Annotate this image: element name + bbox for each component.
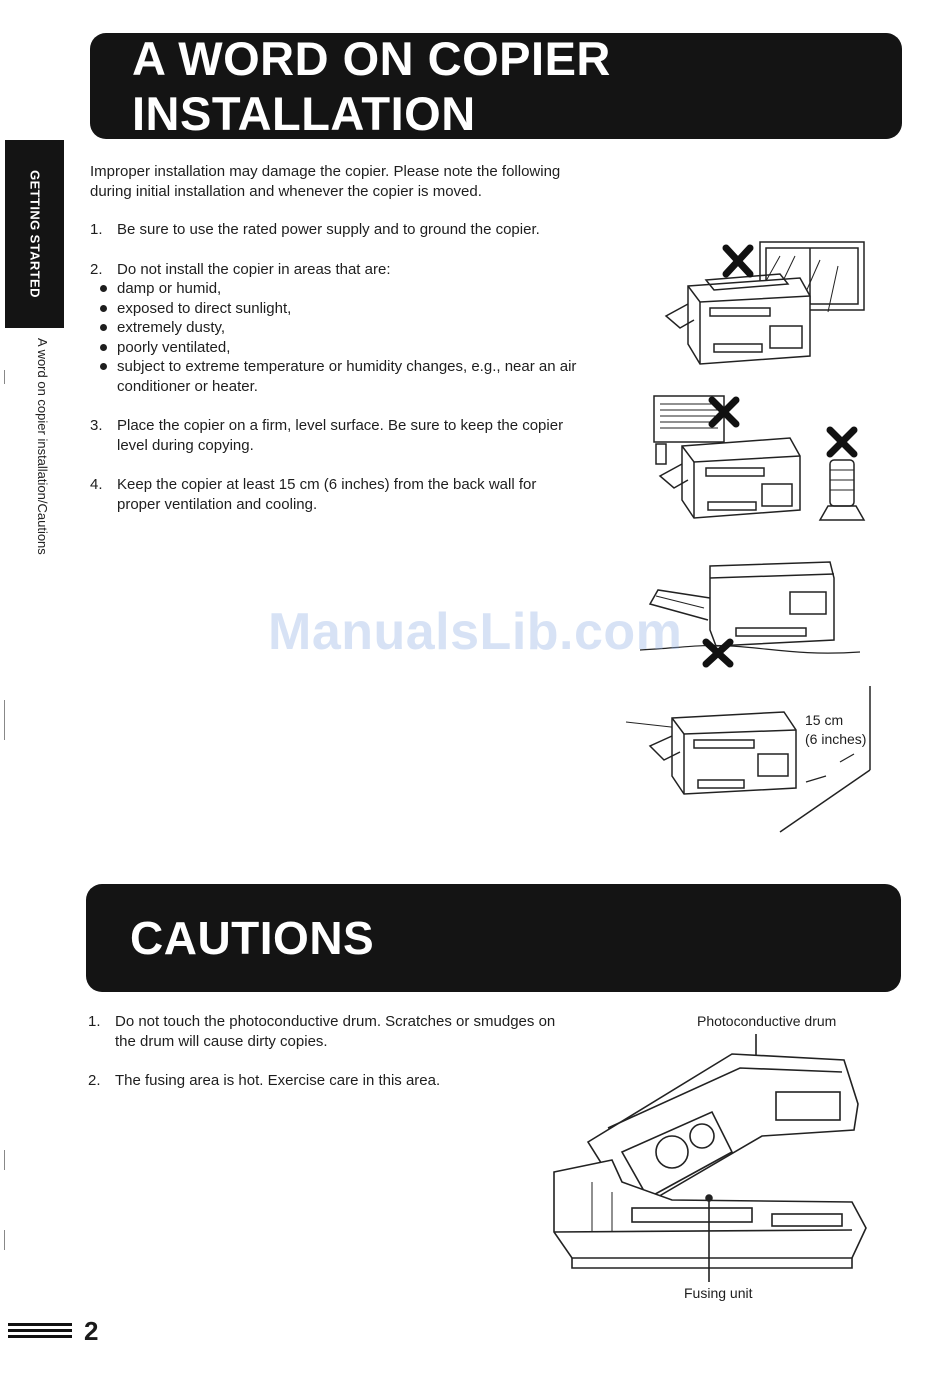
running-header-label: A word on copier installation/Cautions <box>35 338 50 555</box>
margin-mark <box>4 1230 5 1250</box>
item-number: 3. <box>90 417 103 434</box>
bullet-item: exposed to direct sunlight, <box>90 299 582 319</box>
item-number: 4. <box>90 476 103 493</box>
item-number: 2. <box>90 260 103 278</box>
copier-heater-illustration <box>653 395 866 521</box>
opened-copier-illustration <box>553 1034 867 1282</box>
list-item: 3. Place the copier on a firm, level sur… <box>90 416 582 455</box>
copier-wall-clearance-illustration <box>625 686 871 833</box>
item-text: Do not install the copier in areas that … <box>117 260 391 278</box>
list-item: 2. The fusing area is hot. Exercise care… <box>88 1071 580 1091</box>
running-header: A word on copier installation/Cautions <box>34 338 50 588</box>
cautions-title-banner: CAUTIONS <box>86 884 901 992</box>
item-text: Do not touch the photoconductive drum. S… <box>115 1013 556 1050</box>
cautions-title: CAUTIONS <box>130 912 375 964</box>
margin-mark <box>4 1150 5 1170</box>
section-tab-label: GETTING STARTED <box>27 170 42 298</box>
bullet-item: extremely dusty, <box>90 318 582 338</box>
section-tab: GETTING STARTED <box>5 140 64 328</box>
bullet-list: damp or humid, exposed to direct sunligh… <box>90 279 582 396</box>
item-text: The fusing area is hot. Exercise care in… <box>115 1072 441 1089</box>
item-text: Keep the copier at least 15 cm (6 inches… <box>117 476 537 513</box>
watermark: ManualsLib.com <box>268 603 683 661</box>
bullet-item: subject to extreme temperature or humidi… <box>90 357 582 396</box>
drum-label: Photoconductive drum <box>697 1013 837 1029</box>
installation-intro: Improper installation may damage the cop… <box>90 163 561 200</box>
installation-title-banner: A WORD ON COPIER INSTALLATION <box>90 32 902 140</box>
bullet-item: damp or humid, <box>90 279 582 299</box>
clearance-label-cm: 15 cm <box>805 712 844 728</box>
bullet-item: poorly ventilated, <box>90 338 582 358</box>
list-item: 4. Keep the copier at least 15 cm (6 inc… <box>90 475 582 514</box>
item-text: Be sure to use the rated power supply an… <box>117 221 540 238</box>
list-item: 2. Do not install the copier in areas th… <box>90 260 582 280</box>
installation-title: A WORD ON COPIER INSTALLATION <box>132 32 611 140</box>
fusing-unit-label: Fusing unit <box>684 1285 753 1301</box>
clearance-label-inches: (6 inches) <box>805 731 867 747</box>
margin-mark <box>4 700 5 740</box>
item-number: 2. <box>88 1072 101 1089</box>
item-number: 1. <box>90 221 103 238</box>
page-number: 2 <box>84 1316 99 1346</box>
page-number-bars <box>8 1323 72 1338</box>
list-item: 1. Do not touch the photoconductive drum… <box>88 1012 580 1051</box>
margin-mark <box>4 370 5 384</box>
copier-sunlight-illustration <box>664 241 865 365</box>
list-item: 1. Be sure to use the rated power supply… <box>90 220 582 240</box>
copier-uneven-surface-illustration <box>640 561 861 668</box>
item-number: 1. <box>88 1013 101 1030</box>
installation-list: 1. Be sure to use the rated power supply… <box>90 220 582 514</box>
item-text: Place the copier on a firm, level surfac… <box>117 417 564 454</box>
cautions-list: 1. Do not touch the photoconductive drum… <box>88 1012 580 1091</box>
